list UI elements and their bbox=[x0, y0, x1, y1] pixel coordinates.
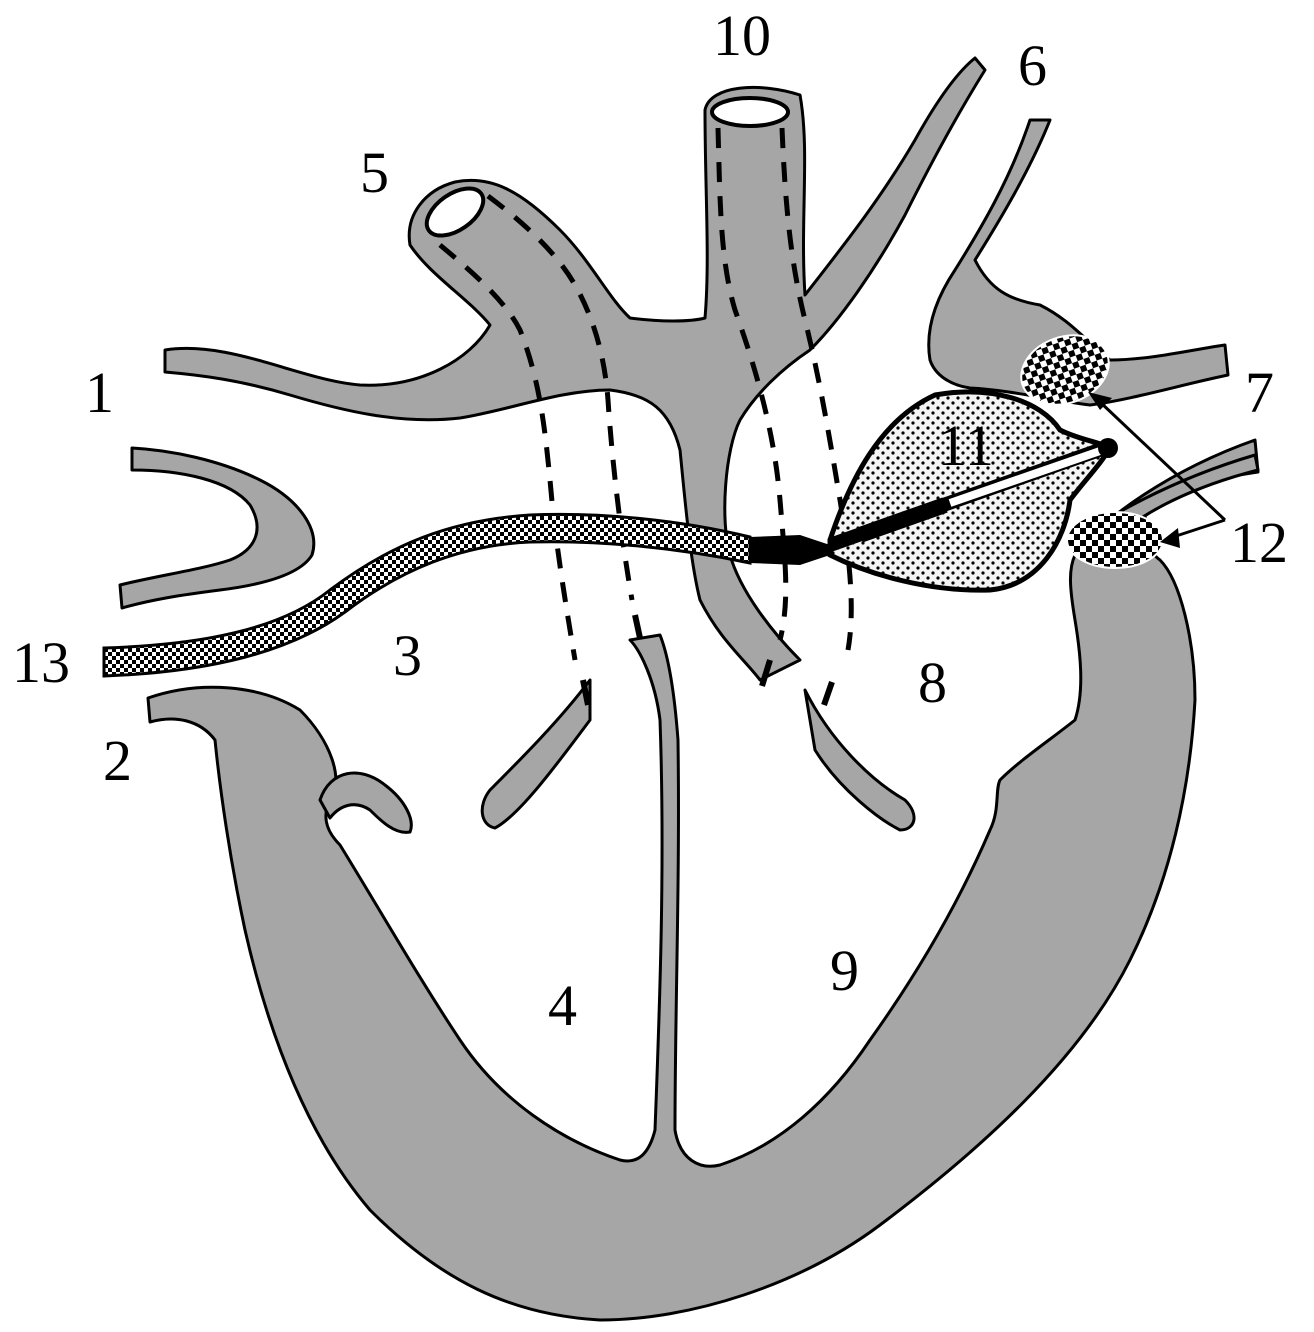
label-2: 2 bbox=[103, 728, 132, 793]
aorta-opening bbox=[712, 98, 788, 126]
mitral-leaflet bbox=[805, 690, 914, 830]
label-8: 8 bbox=[918, 650, 947, 715]
probe-tip bbox=[1098, 438, 1118, 458]
label-1: 1 bbox=[85, 360, 114, 425]
label-11: 11 bbox=[938, 413, 994, 478]
label-9: 9 bbox=[830, 938, 859, 1003]
upper-left-atrial-wall bbox=[165, 58, 985, 680]
label-12: 12 bbox=[1230, 510, 1288, 575]
right-atrial-lower-vessel bbox=[120, 448, 314, 608]
label-10: 10 bbox=[713, 3, 771, 68]
label-13: 13 bbox=[12, 630, 70, 695]
catheter-tip bbox=[750, 535, 830, 565]
right-ventricle-papillary-left bbox=[320, 773, 411, 832]
tricuspid-leaflet bbox=[482, 680, 590, 828]
label-4: 4 bbox=[548, 973, 577, 1038]
label-7: 7 bbox=[1245, 360, 1274, 425]
label-6: 6 bbox=[1018, 33, 1047, 98]
label-3: 3 bbox=[393, 623, 422, 688]
ablation-zone-lower bbox=[1067, 512, 1163, 568]
label-5: 5 bbox=[360, 140, 389, 205]
valve-tick-4 bbox=[824, 682, 832, 705]
valve-tick-2 bbox=[635, 615, 640, 638]
